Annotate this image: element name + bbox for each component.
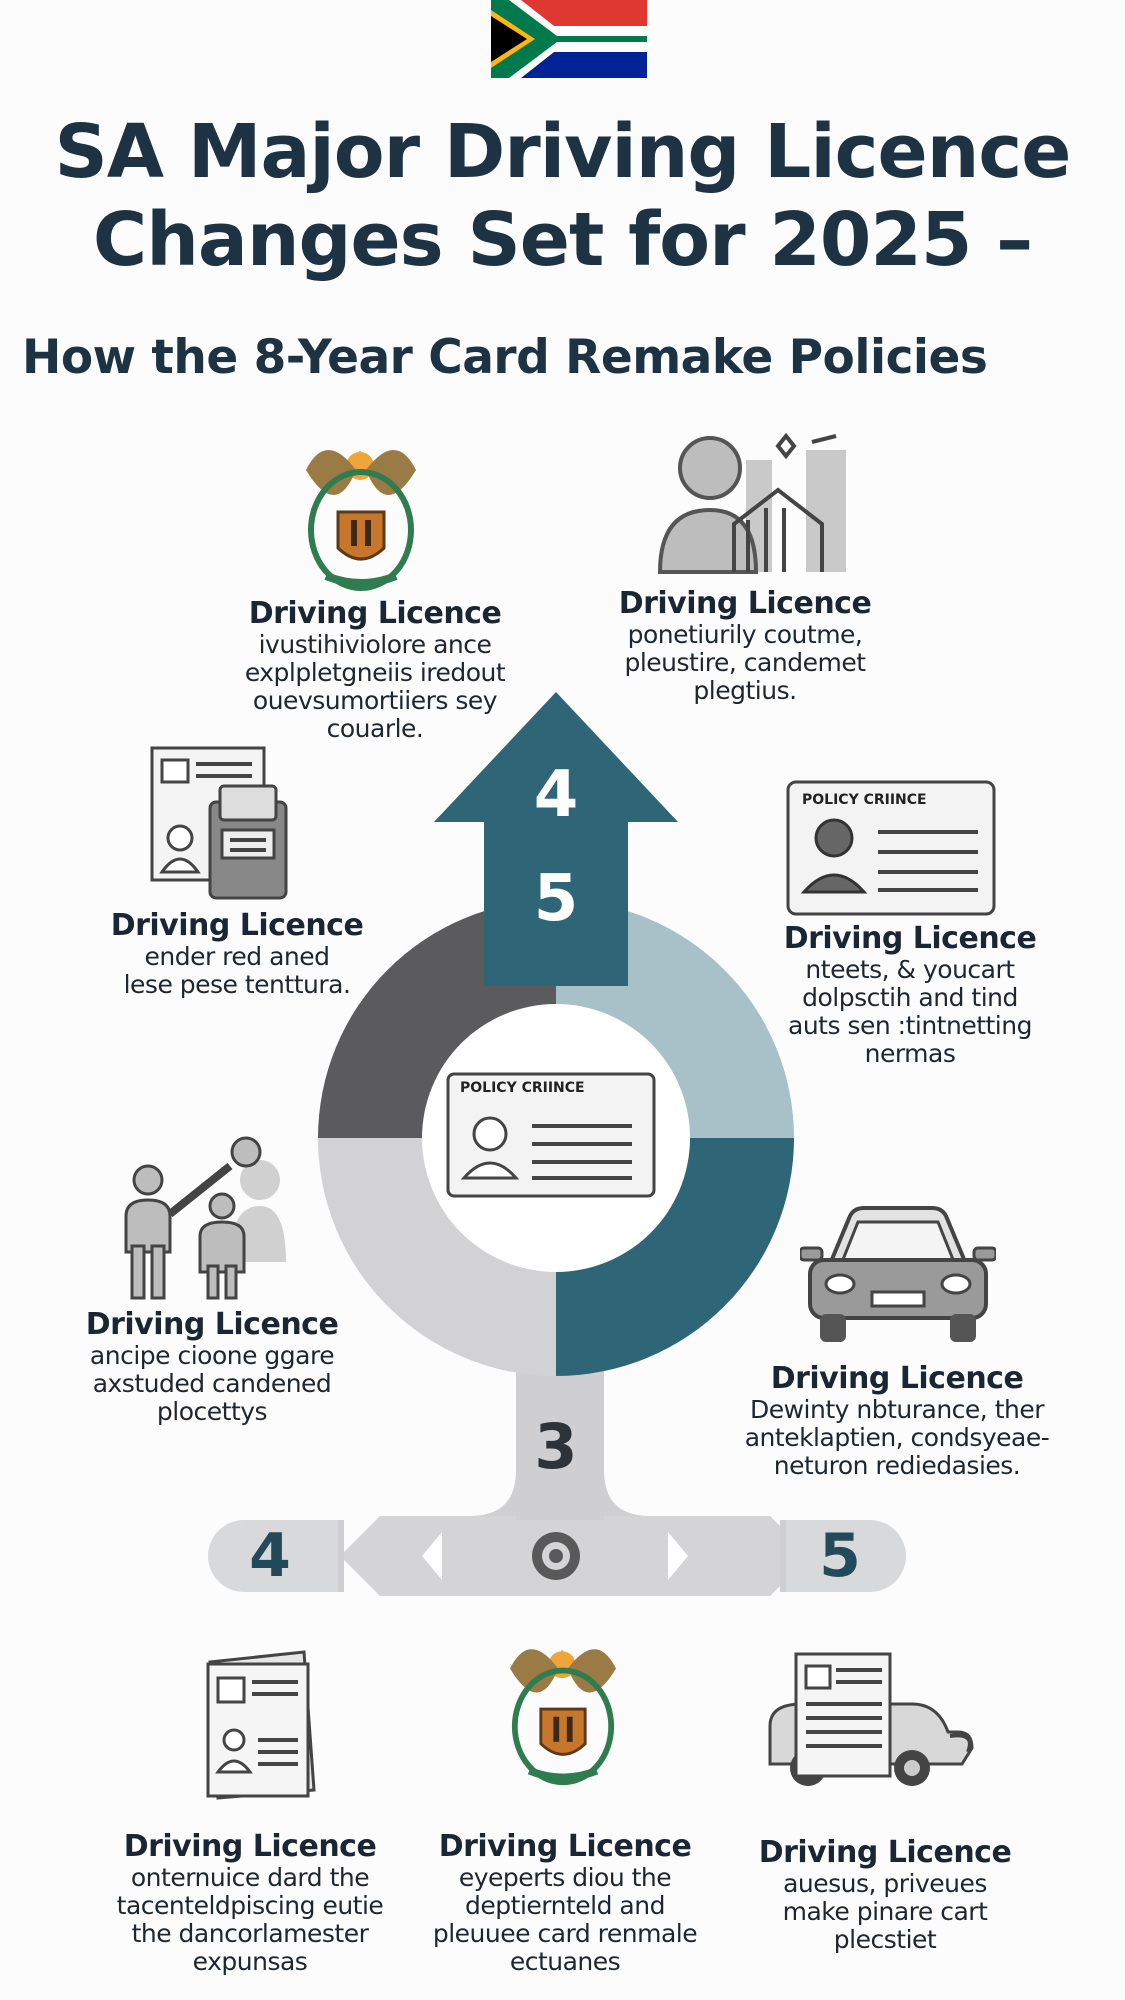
item-5-heading: Driving Licence (85, 1307, 339, 1342)
arrow-number-bottom: 5 (533, 862, 579, 936)
title-line-2: Changes Set for 2025 – (92, 197, 1033, 283)
item-7-line-3: the dancorlamester (131, 1919, 369, 1948)
left-chevron-icon (422, 1532, 442, 1580)
item-4-heading: Driving Licence (783, 921, 1037, 956)
item-8-line-1: eyeperts diou the (458, 1863, 672, 1892)
item-6-line-3: neturon rediedasies. (773, 1451, 1021, 1480)
item-6-line-2: anteklaptien, condsyeae- (744, 1423, 1050, 1452)
documents-printer-icon (150, 746, 288, 900)
item-3: Driving Licence ender red aned lese pese… (92, 909, 382, 999)
item-8-line-4: ectuanes (509, 1947, 621, 1976)
coat-of-arms-icon (509, 1649, 617, 1786)
left-step-number: 4 (249, 1521, 291, 1591)
item-1-line-1: ivustihiviolore ance (258, 630, 492, 659)
licence-card-icon (786, 780, 996, 916)
center-card-label: POLICY CRIINCE (460, 1080, 585, 1096)
item-2-line-1: ponetiurily coutme, (627, 620, 863, 649)
ring-segment-light-grey (318, 1138, 556, 1376)
item-7-line-1: onternuice dard the (130, 1863, 370, 1892)
right-step-pill (780, 1520, 906, 1592)
item-7-heading: Driving Licence (123, 1829, 377, 1864)
item-1-heading: Driving Licence (248, 596, 502, 631)
item-9: Driving Licence auesus, priveues make pi… (730, 1836, 1040, 1954)
item-2-line-3: plegtius. (693, 676, 797, 705)
ring-segment-teal (556, 1138, 794, 1376)
item-4-line-2: dolpsctih and tind (802, 983, 1018, 1012)
item-4-line-4: nermas (864, 1039, 956, 1068)
item-3-heading: Driving Licence (110, 908, 364, 943)
item-8-line-3: pleuuee card renmale (432, 1919, 698, 1948)
right-step-number: 5 (819, 1521, 861, 1591)
item-9-line-1: auesus, priveues (783, 1869, 987, 1898)
item-7: Driving Licence onternuice dard the tace… (100, 1830, 400, 1976)
licence-booklet-icon (206, 1650, 316, 1800)
item-6: Driving Licence Dewinty nbturance, ther … (732, 1362, 1062, 1480)
item-1-line-3: ouevsumortiiers sey (252, 686, 498, 715)
item-8: Driving Licence eyeperts diou the deptie… (410, 1830, 720, 1976)
item-4: Driving Licence nteets, & youcart dolpsc… (760, 922, 1060, 1068)
south-africa-flag-icon (491, 0, 647, 78)
item-8-heading: Driving Licence (438, 1829, 692, 1864)
item-1-line-4: couarle. (326, 714, 424, 743)
subtitle: How the 8-Year Card Remake Policies (22, 330, 988, 385)
stem-number: 3 (534, 1410, 578, 1483)
coat-of-arms-icon (306, 450, 416, 591)
item-4-line-1: nteets, & youcart (805, 955, 1015, 984)
vehicle-document-icon (768, 1652, 974, 1786)
item-4-line-3: auts sen :tintnetting (788, 1011, 1032, 1040)
person-growth-icon (657, 432, 846, 574)
item-3-line-2: lese pese tenttura. (123, 970, 351, 999)
car-icon (800, 1206, 996, 1342)
up-arrow (434, 692, 678, 986)
item-8-line-2: deptiernteld and (465, 1891, 665, 1920)
item-1: Driving Licence ivustihiviolore ance exp… (210, 597, 540, 743)
left-step-pill (208, 1520, 344, 1592)
item-7-line-4: expunsas (192, 1947, 308, 1976)
item-2-heading: Driving Licence (618, 586, 872, 621)
item-4-card-label: POLICY CRIINCE (802, 792, 927, 808)
item-7-line-2: tacenteldpiscing eutie (116, 1891, 384, 1920)
item-1-line-2: explpletgneiis iredout (244, 658, 506, 687)
item-9-heading: Driving Licence (758, 1835, 1012, 1870)
item-6-heading: Driving Licence (770, 1361, 1024, 1396)
item-2-line-2: pleustire, candemet (624, 648, 866, 677)
arrow-number-top: 4 (533, 758, 579, 832)
item-9-line-3: plecstiet (833, 1925, 937, 1954)
item-5-line-2: axstuded candened (92, 1369, 332, 1398)
center-licence-card-icon (446, 1072, 656, 1198)
item-5: Driving Licence ancipe cioone ggare axst… (72, 1308, 352, 1426)
item-9-line-2: make pinare cart (782, 1897, 988, 1926)
people-handover-icon (124, 1136, 286, 1300)
item-5-line-1: ancipe cioone ggare (89, 1341, 335, 1370)
right-chevron-icon (668, 1532, 688, 1580)
title-line-1: SA Major Driving Licence (54, 109, 1072, 195)
item-5-line-3: plocettys (156, 1397, 268, 1426)
item-2: Driving Licence ponetiurily coutme, pleu… (580, 587, 910, 705)
item-6-line-1: Dewinty nbturance, ther (749, 1395, 1045, 1424)
item-3-line-1: ender red aned (144, 942, 330, 971)
